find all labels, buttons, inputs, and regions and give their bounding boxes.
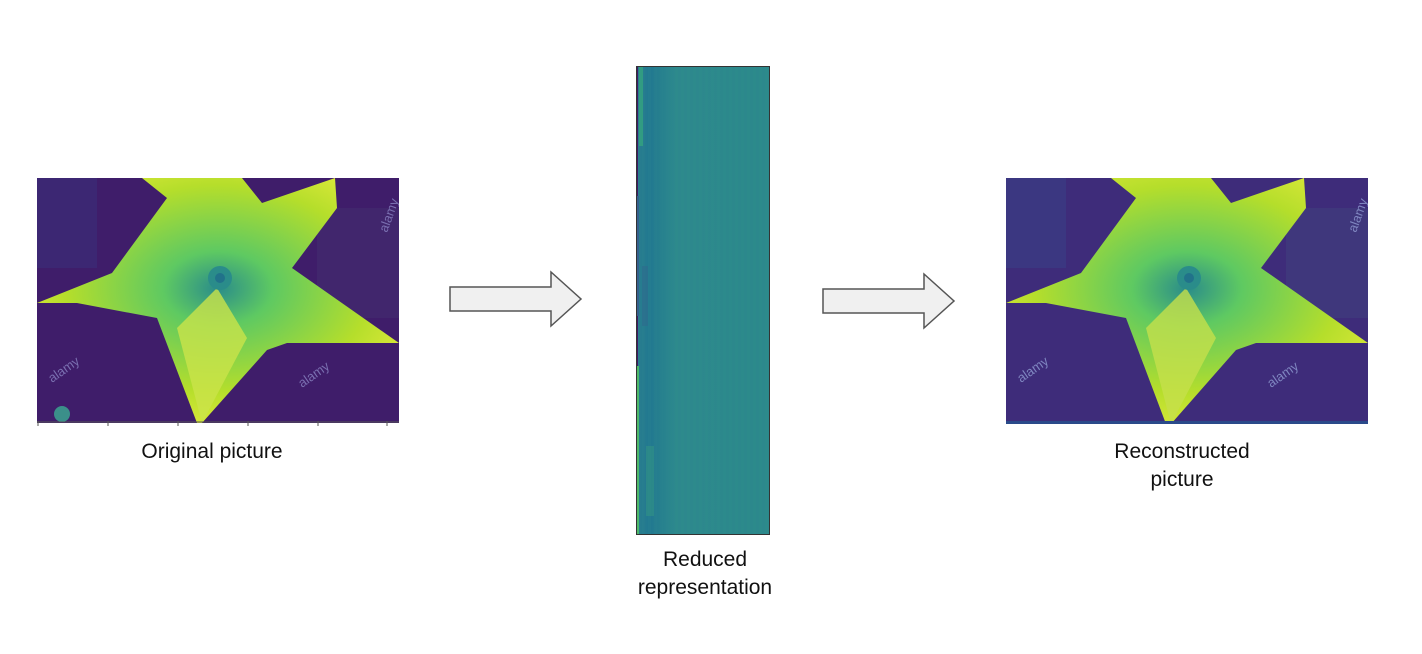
reconstructed-picture: alamy alamy alamy — [1006, 178, 1368, 424]
original-picture: alamy alamy alamy — [37, 178, 399, 423]
flower-reconstructed-image: alamy alamy alamy — [1006, 178, 1368, 424]
reduced-representation-caption: Reduced representation — [637, 548, 773, 599]
reduced-representation — [636, 66, 770, 535]
right-arrow-icon — [449, 270, 583, 328]
right-arrow-icon — [822, 272, 956, 330]
reduced-feature-map-image — [636, 66, 770, 535]
original-picture-caption: Original picture — [141, 440, 283, 463]
tick-marks — [37, 421, 388, 426]
flower-original-image: alamy alamy alamy — [37, 178, 399, 423]
reconstructed-picture-caption: Reconstructed picture — [1114, 440, 1250, 491]
